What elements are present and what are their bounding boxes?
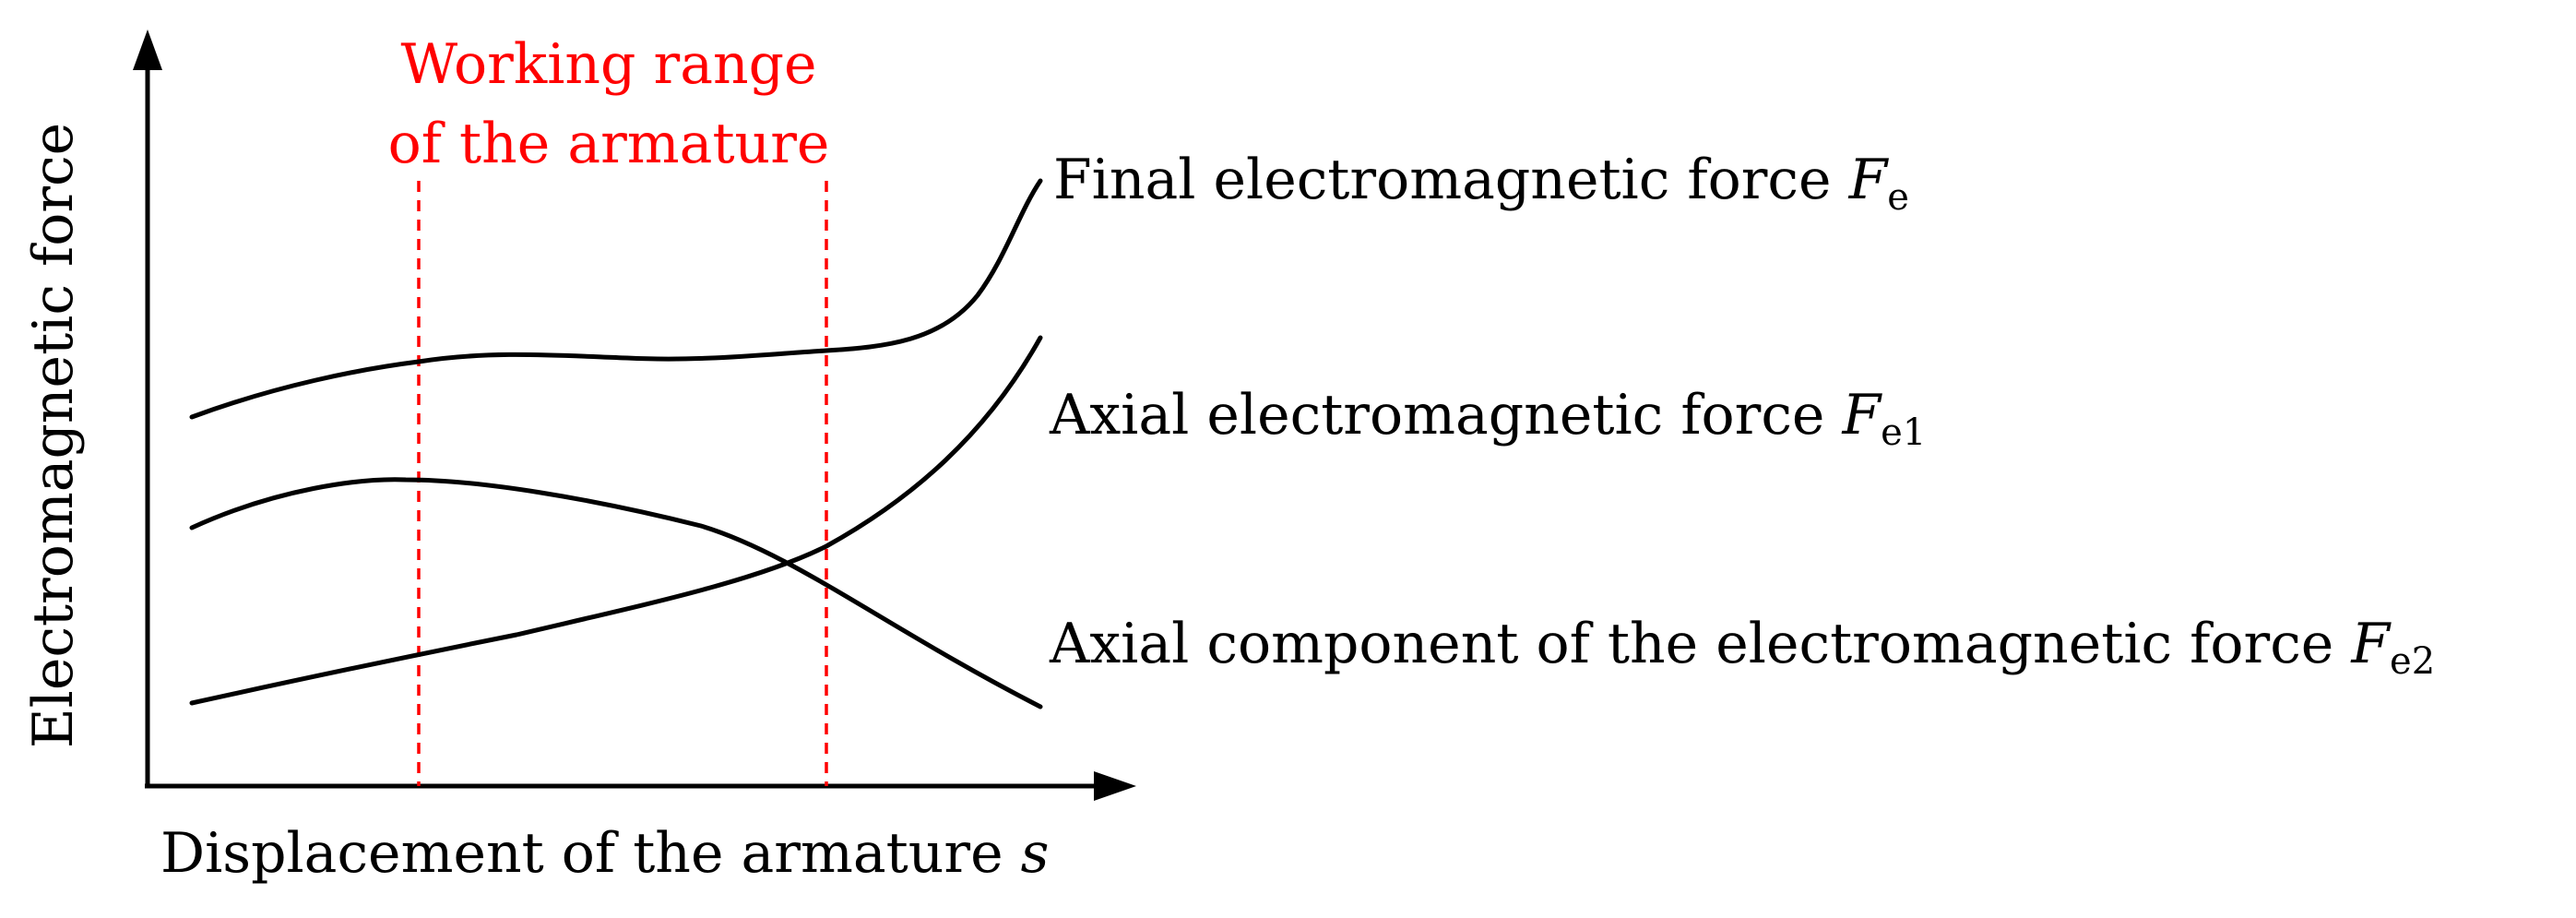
x-axis-label: Displacement of the armature s: [160, 821, 1049, 886]
curve-axial-force: [189, 335, 1043, 706]
curve-label-axial-force: Axial electromagnetic force Fe1: [1049, 383, 1926, 454]
curve-label-axial-component: Axial component of the electromagnetic f…: [1049, 612, 2435, 683]
x-axis-label-text: Displacement of the armature: [160, 821, 1021, 886]
curve-axial-component: [189, 477, 1043, 709]
y-axis-arrow: [133, 30, 162, 70]
y-axis-label: Electromagnetic force: [21, 123, 86, 748]
working-range-label-line2: of the armature: [388, 112, 830, 176]
x-axis-arrow: [1094, 771, 1136, 801]
working-range-label-line1: Working range: [400, 32, 816, 97]
curve-label-final-force: Final electromagnetic force Fe: [1053, 148, 1909, 219]
x-axis-symbol: s: [1021, 821, 1050, 886]
curve-final-force: [189, 178, 1043, 420]
